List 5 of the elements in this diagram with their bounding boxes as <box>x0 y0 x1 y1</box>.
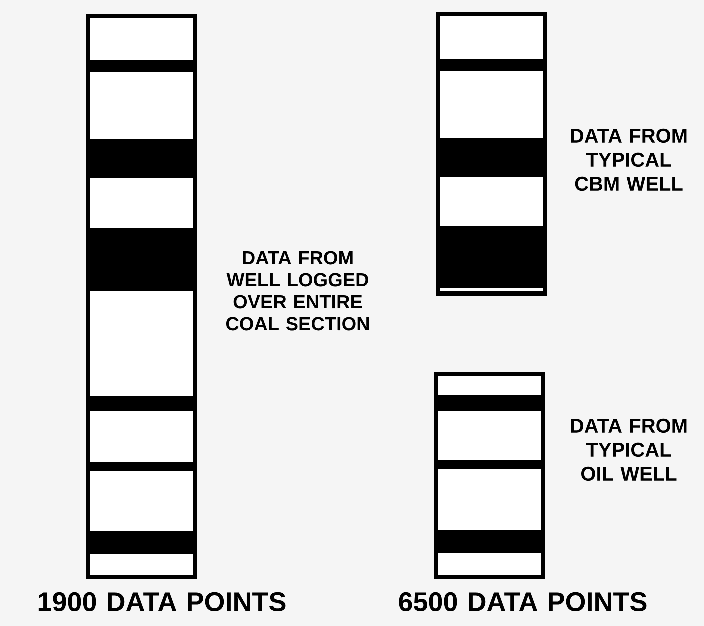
caption-text: 6500 DATA POINTS <box>399 592 647 612</box>
caption-text: DATA FROM TYPICAL OIL WELL <box>571 418 687 482</box>
caption-text: DATA FROM WELL LOGGED OVER ENTIRE COAL SECTION <box>226 251 370 331</box>
caption-text: DATA FROM TYPICAL CBM WELL <box>571 128 687 192</box>
caption-text: 1900 DATA POINTS <box>38 592 286 612</box>
